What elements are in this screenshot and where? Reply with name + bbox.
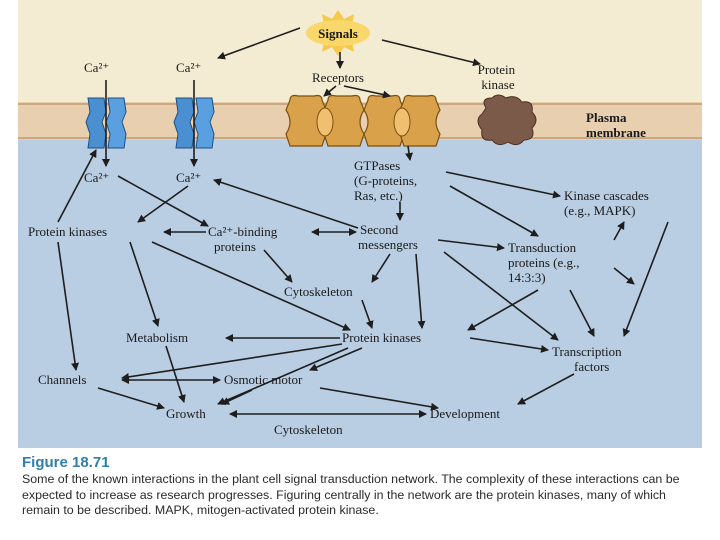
signals-label: Signals <box>318 26 358 41</box>
protein-kinase-top-line1: Protein <box>478 62 516 77</box>
arrow-receptors-right <box>343 85 391 99</box>
sun-icon <box>306 10 370 56</box>
arrow-transduction-to-kinase-cascades <box>613 221 625 241</box>
caption-title: Figure 18.71 <box>22 454 110 471</box>
arrow-protein-kinases-to-osmotic <box>309 347 363 371</box>
transduction-line2: proteins (e.g., <box>508 255 579 270</box>
plasma-membrane-line1: Plasma <box>586 110 627 125</box>
arrow-protein-kinases-left-to-center <box>151 241 351 331</box>
arrow-signals-to-ca-left <box>217 27 301 60</box>
transcription-line1: Transcription <box>552 344 622 359</box>
arrow-second-to-protein-kinases <box>415 253 426 329</box>
arrow-transduction-to-protein-kinases <box>467 289 539 331</box>
transcription-line2: factors <box>574 359 609 374</box>
development-label: Development <box>430 406 500 421</box>
arrow-protein-kinases-to-channels-center <box>121 343 343 381</box>
arrow-protein-kinases-to-channels <box>57 241 79 371</box>
arrow-channels-to-growth <box>97 387 165 410</box>
plasma-membrane-line2: membrane <box>586 125 646 140</box>
figure-panel: Signals Ca²⁺ Ca²⁺ Receptors Protein kina… <box>18 0 702 448</box>
arrow-ca-binding-to-cytoskeleton <box>263 249 293 283</box>
protein-kinase-top-label: Protein kinase <box>478 62 519 92</box>
ca-binding-line2: proteins <box>214 239 256 254</box>
arrow-second-to-transcription <box>443 251 559 341</box>
arrow-osmotic-to-growth <box>221 389 253 405</box>
arrow-kinase-cascades-to-transcription <box>622 221 669 337</box>
growth-label: Growth <box>166 406 206 421</box>
arrow-transduction-to-transcription <box>569 289 595 337</box>
ca-binding-line1: Ca²⁺-binding <box>208 224 278 239</box>
protein-kinases-center-label: Protein kinases <box>342 330 421 345</box>
arrow-transcription-to-development <box>517 373 575 405</box>
arrow-protein-kinases-to-metabolism <box>129 241 160 327</box>
kinase-cascades-line2: (e.g., MAPK) <box>564 203 636 218</box>
receptor-left-icon <box>285 94 365 147</box>
arrow-signals-to-protein-kinase <box>381 39 481 67</box>
gtpases-label: GTPases (G-proteins, Ras, etc.) <box>354 158 420 203</box>
second-messengers-line1: Second <box>360 222 399 237</box>
transduction-line1: Transduction <box>508 240 577 255</box>
ca-top-left-label: Ca²⁺ <box>84 60 109 75</box>
caption-text: Some of the known interactions in the pl… <box>22 472 680 517</box>
transduction-line3: 14:3:3) <box>508 270 546 285</box>
arrow-osmotic-to-development <box>319 387 439 411</box>
cytoskeleton-mid-label: Cytoskeleton <box>284 284 353 299</box>
arrow-metabolism-to-growth <box>165 345 186 403</box>
ca-binding-proteins-label: Ca²⁺-binding proteins <box>208 224 281 254</box>
arrow-protein-kinases-to-ca-left <box>57 149 97 223</box>
gtpases-line1: GTPases <box>354 158 400 173</box>
second-messengers-line2: messengers <box>358 237 418 252</box>
plasma-membrane-label: Plasma membrane <box>586 110 646 140</box>
arrow-receptors-left <box>323 85 337 97</box>
arrow-cytoskeleton-to-protein-kinases <box>361 299 374 329</box>
arrow-second-to-transduction <box>437 239 505 252</box>
cytoskeleton-bottom-label: Cytoskeleton <box>274 422 343 437</box>
protein-kinase-blob-icon <box>477 94 537 146</box>
ca-top-right-label: Ca²⁺ <box>176 60 201 75</box>
arrow-gtpases-to-kinase-cascades <box>445 171 561 199</box>
arrow-ca-left-to-ca-binding <box>117 175 209 227</box>
signal-transduction-diagram: Signals Ca²⁺ Ca²⁺ Receptors Protein kina… <box>18 0 702 448</box>
arrow-protein-kinases-to-transcription <box>469 337 549 353</box>
metabolism-label: Metabolism <box>126 330 188 345</box>
ca-inside-right-label: Ca²⁺ <box>176 170 201 185</box>
cytoplasm-region <box>18 140 702 448</box>
arrow-second-to-ca <box>213 178 359 229</box>
ca-inside-left-label: Ca²⁺ <box>84 170 109 185</box>
kinase-cascades-line1: Kinase cascades <box>564 188 649 203</box>
receptors-label: Receptors <box>312 70 364 85</box>
gtpases-line3: Ras, etc.) <box>354 188 403 203</box>
arrow-second-to-cytoskeleton <box>371 253 391 283</box>
arrow-gtpases-to-transduction <box>449 185 539 237</box>
gtpases-line2: (G-proteins, <box>354 173 417 188</box>
extracellular-region <box>18 0 702 110</box>
arrow-ca-right-to-protein-kinases <box>137 185 189 223</box>
channels-label: Channels <box>38 372 86 387</box>
kinase-cascades-label: Kinase cascades (e.g., MAPK) <box>564 188 652 218</box>
arrow-transduction-to-right <box>613 267 635 285</box>
transcription-factors-label: Transcription factors <box>552 344 625 374</box>
figure-caption: Figure 18.71 Some of the known interacti… <box>18 452 702 540</box>
receptor-right-icon <box>363 94 441 147</box>
second-messengers-label: Second messengers <box>358 222 418 252</box>
arrow-protein-kinases-to-growth <box>217 347 349 405</box>
protein-kinases-left-label: Protein kinases <box>28 224 107 239</box>
arrow-receptor-to-gtpases <box>405 145 413 161</box>
protein-kinase-top-line2: kinase <box>481 77 514 92</box>
transduction-proteins-label: Transduction proteins (e.g., 14:3:3) <box>508 240 583 285</box>
